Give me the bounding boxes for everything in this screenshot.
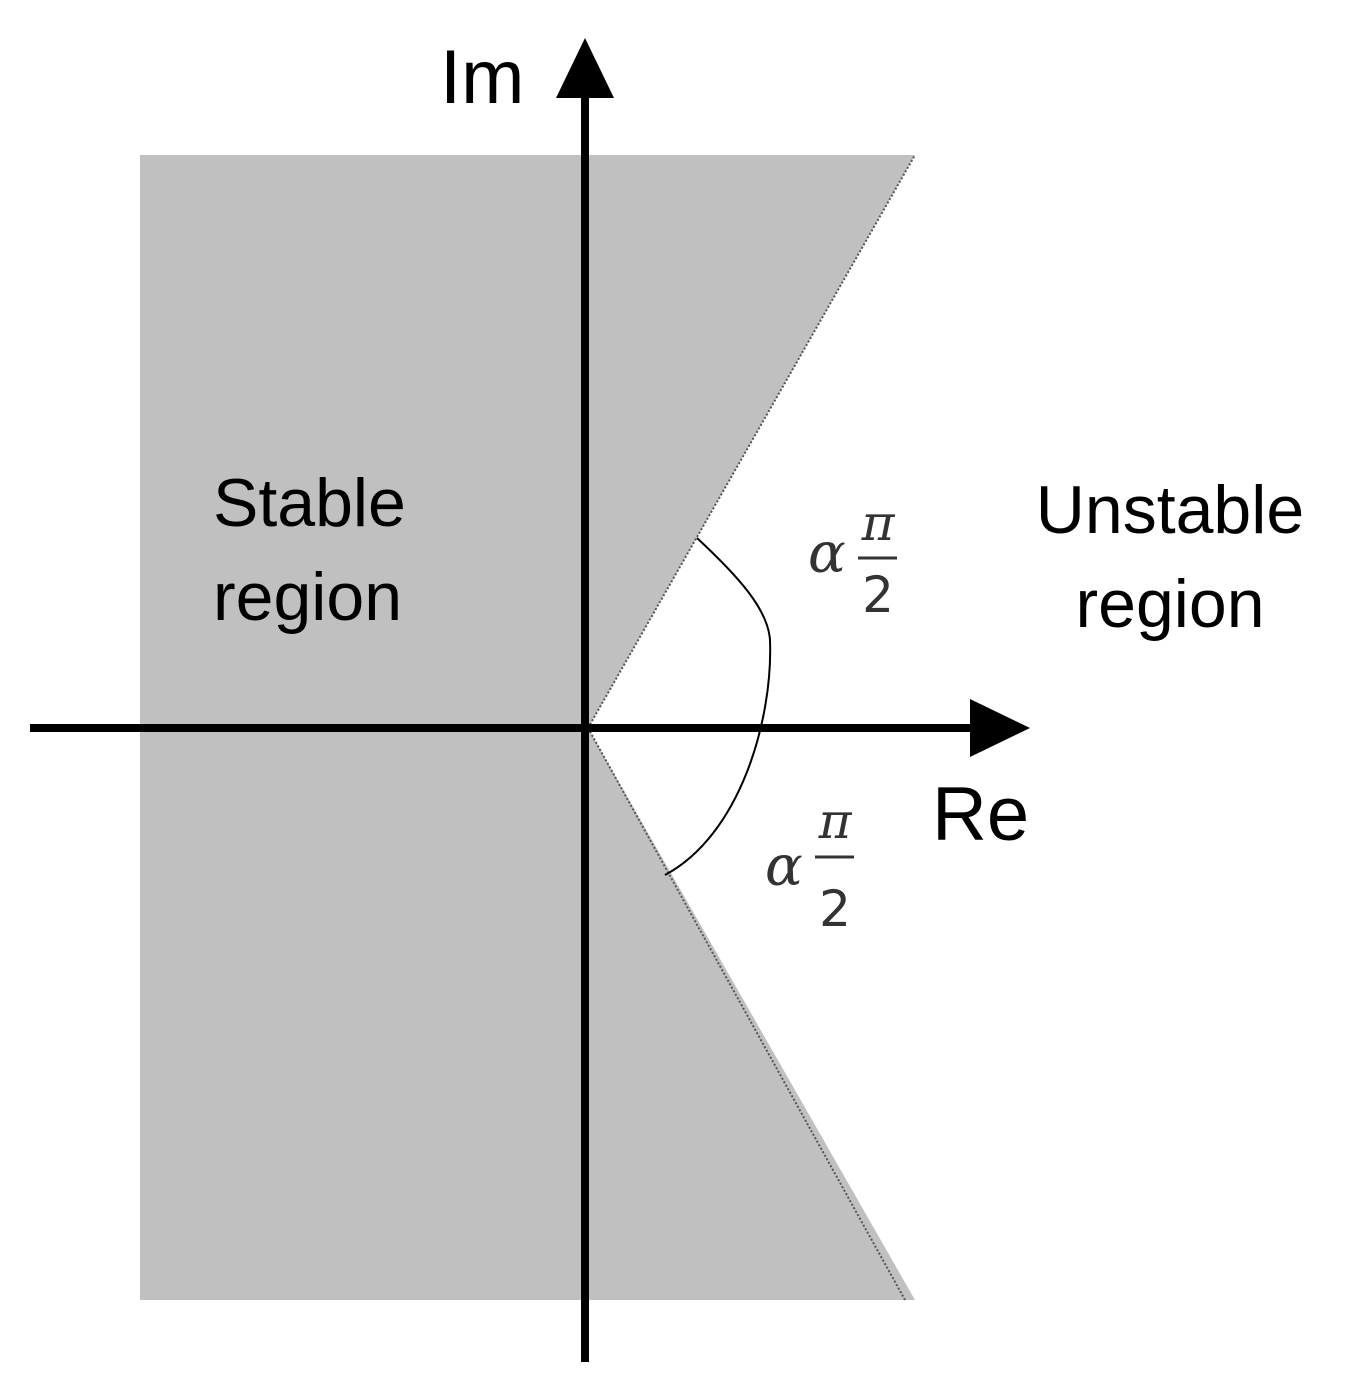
lower-angle-label: α π 2 bbox=[765, 792, 854, 938]
imaginary-axis-label: Im bbox=[440, 35, 524, 120]
lower-angle-alpha: α bbox=[765, 834, 803, 899]
stable-region-label-line1: Stable bbox=[213, 465, 406, 541]
upper-angle-denominator: 2 bbox=[862, 566, 894, 624]
upper-angle-alpha: α bbox=[808, 521, 846, 586]
unstable-region-label-line2: region bbox=[1075, 566, 1264, 642]
angle-arc bbox=[664, 537, 772, 876]
upper-boundary-line bbox=[587, 154, 916, 729]
lower-boundary-line bbox=[587, 727, 906, 1301]
upper-angle-label: α π 2 bbox=[808, 494, 897, 624]
stable-region-label-line2: region bbox=[213, 559, 402, 635]
real-axis-label: Re bbox=[932, 772, 1029, 857]
lower-angle-denominator: 2 bbox=[819, 880, 851, 938]
unstable-region-label-line1: Unstable bbox=[1036, 472, 1304, 548]
lower-angle-pi: π bbox=[818, 792, 853, 850]
upper-angle-pi: π bbox=[861, 494, 896, 552]
real-axis-arrowhead bbox=[970, 699, 1030, 757]
imaginary-axis-arrowhead bbox=[556, 38, 614, 98]
